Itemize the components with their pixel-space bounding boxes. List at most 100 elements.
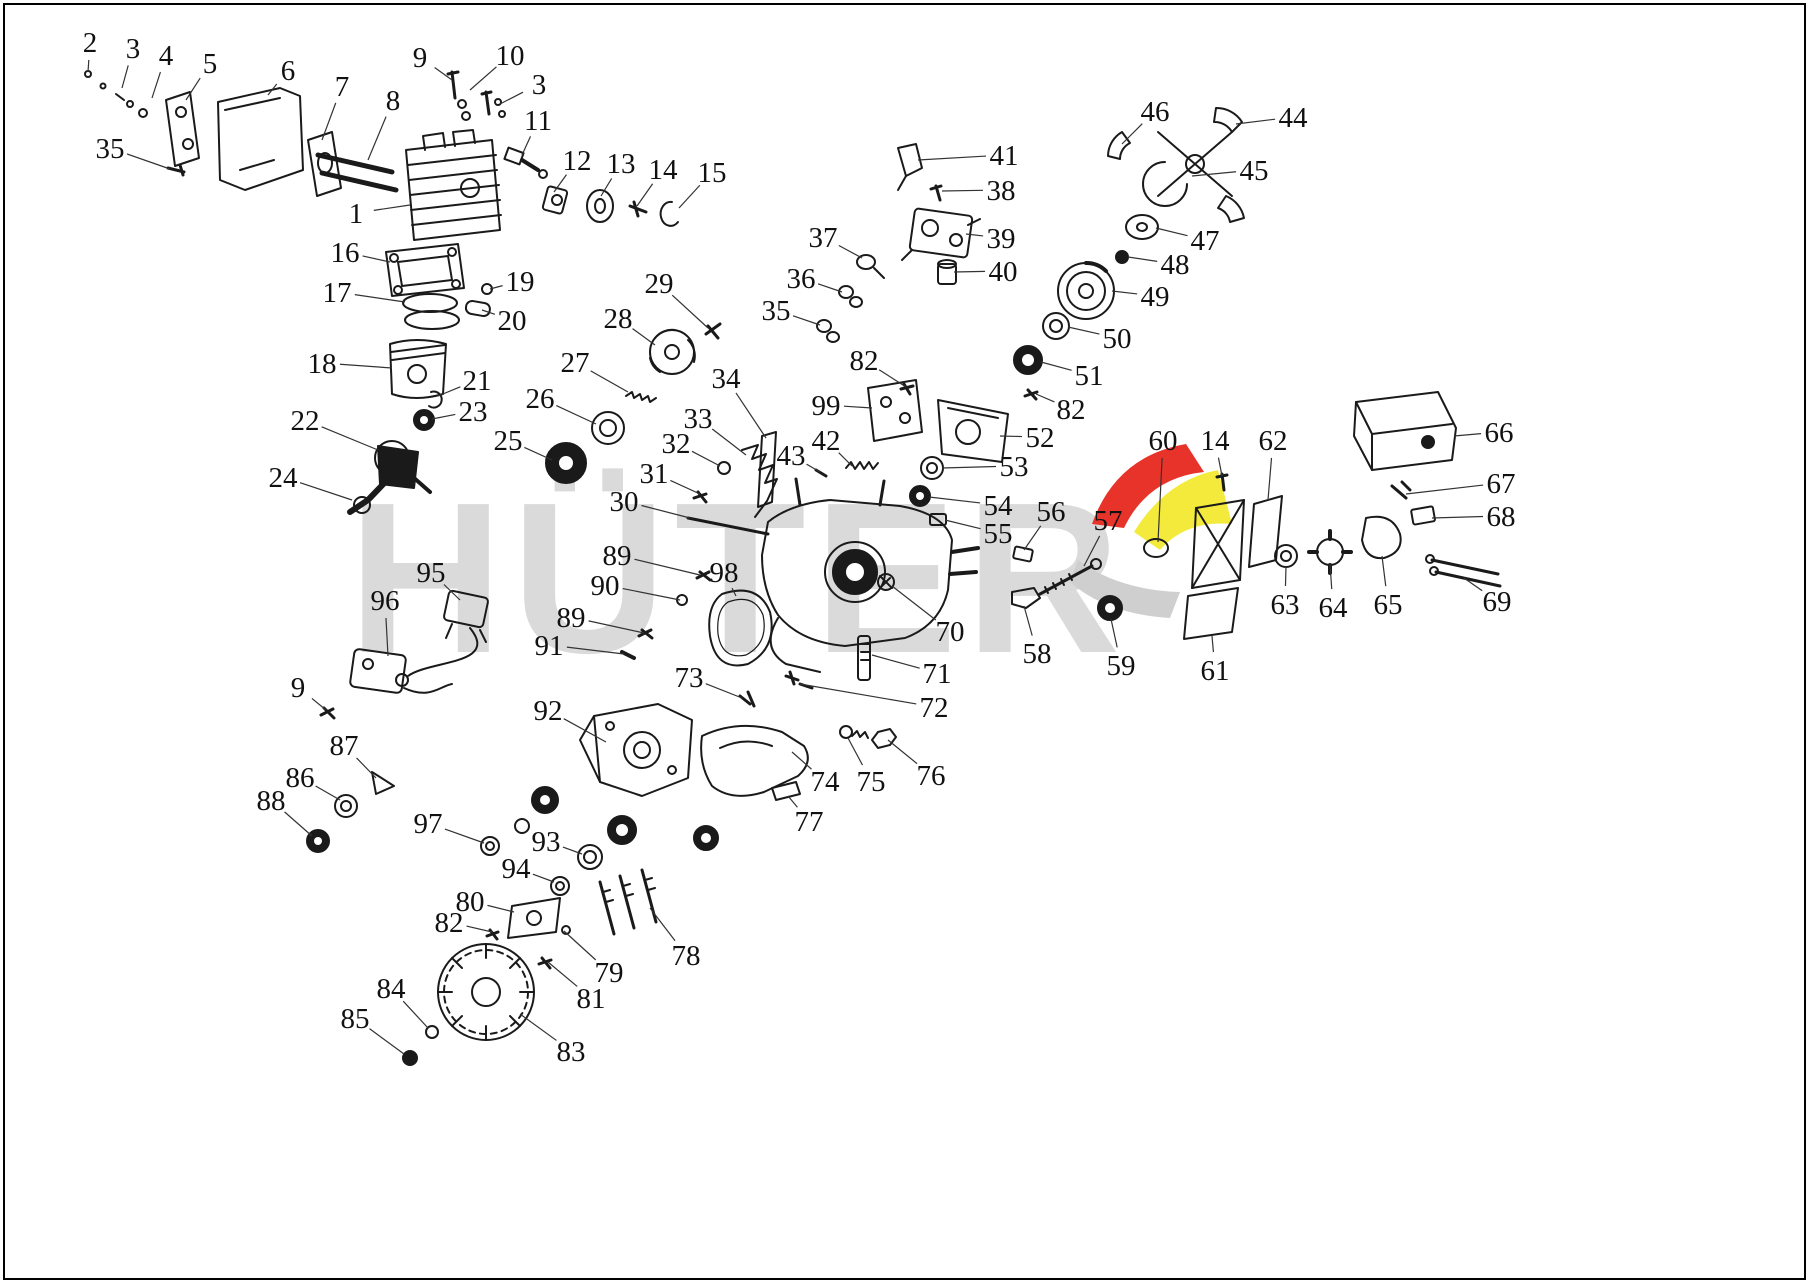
- part-callout-10: 10: [496, 40, 525, 72]
- part-callout-34: 34: [712, 363, 742, 395]
- part-callout-41: 41: [990, 140, 1019, 172]
- part-callout-86: 86: [286, 762, 315, 794]
- leader-line-41: [917, 155, 987, 161]
- part-callout-39: 39: [987, 223, 1016, 255]
- leader-line-50: [1067, 326, 1100, 335]
- part-callout-53: 53: [1000, 451, 1029, 483]
- part-callout-27: 27: [561, 347, 590, 379]
- leader-line-58: [1023, 605, 1033, 636]
- part-callout-66: 66: [1485, 417, 1514, 449]
- leader-line-64: [1329, 563, 1333, 590]
- leader-line-81: [547, 961, 578, 987]
- leader-line-62: [1267, 457, 1273, 501]
- leader-line-94: [532, 873, 555, 883]
- part-callout-29: 29: [645, 268, 674, 300]
- leader-line-68: [1431, 515, 1484, 519]
- leader-line-26: [556, 405, 597, 425]
- leader-line-30: [641, 504, 691, 519]
- part-callout-47: 47: [1191, 225, 1220, 257]
- part-callout-24: 24: [269, 462, 299, 494]
- part-callout-54: 54: [984, 490, 1014, 522]
- part-callout-73: 73: [675, 662, 704, 694]
- part-callout-56: 56: [1037, 496, 1066, 528]
- part-callout-3: 3: [126, 33, 141, 65]
- logo-swoosh-red: [1092, 444, 1204, 528]
- leader-line-65: [1381, 555, 1387, 587]
- leader-line-17: [354, 294, 406, 303]
- leader-line-93: [562, 846, 583, 855]
- leader-line-71: [871, 654, 920, 669]
- leader-line-90: [622, 587, 681, 601]
- leader-line-73: [705, 683, 743, 699]
- leader-line-39: [965, 233, 984, 237]
- leader-line-36: [817, 283, 843, 293]
- part-callout-13: 13: [607, 148, 636, 180]
- part-callout-74: 74: [811, 766, 841, 798]
- parts-artwork: [84, 70, 1502, 1066]
- leader-line-38: [941, 189, 984, 192]
- part-callout-69: 69: [1483, 586, 1512, 618]
- leader-line-28: [632, 328, 656, 346]
- part-callout-38: 38: [987, 175, 1016, 207]
- part-callout-52: 52: [1026, 422, 1055, 454]
- leader-line-96: [385, 617, 389, 657]
- part-callout-97: 97: [414, 808, 443, 840]
- leader-line-4: [151, 71, 161, 99]
- part-callout-18: 18: [308, 348, 337, 380]
- leader-line-61: [1211, 635, 1215, 653]
- part-callout-14: 14: [1201, 425, 1231, 457]
- page-border: [3, 3, 1806, 1280]
- leader-line-9: [311, 697, 327, 711]
- part-callout-19: 19: [506, 266, 535, 298]
- part-callout-9: 9: [291, 672, 306, 704]
- part-callout-48: 48: [1161, 249, 1190, 281]
- part-callout-33: 33: [684, 403, 713, 435]
- part-callout-23: 23: [459, 396, 488, 428]
- leader-line-49: [1111, 290, 1138, 295]
- part-callout-6: 6: [281, 55, 296, 87]
- leader-line-9: [434, 67, 453, 81]
- leader-line-22: [321, 426, 379, 451]
- part-callout-83: 83: [557, 1036, 586, 1068]
- part-callout-46: 46: [1141, 96, 1170, 128]
- part-callout-67: 67: [1487, 468, 1516, 500]
- leader-line-16: [362, 255, 391, 263]
- part-callout-60: 60: [1149, 425, 1178, 457]
- part-callout-75: 75: [857, 766, 886, 798]
- leader-line-15: [678, 184, 701, 209]
- part-callout-21: 21: [463, 365, 492, 397]
- part-callout-89: 89: [603, 540, 632, 572]
- part-callout-40: 40: [989, 256, 1018, 288]
- leader-line-86: [315, 785, 341, 801]
- leader-line-11: [521, 136, 532, 156]
- leader-line-97: [444, 828, 485, 844]
- leader-line-53: [941, 465, 997, 469]
- leader-line-69: [1463, 577, 1483, 592]
- leader-line-66: [1453, 432, 1482, 437]
- watermark-text: HÜTER: [348, 457, 1129, 698]
- leader-line-40: [953, 270, 986, 273]
- leader-line-87: [356, 757, 377, 779]
- part-callout-93: 93: [532, 826, 561, 858]
- part-callout-42: 42: [812, 425, 841, 457]
- part-callout-96: 96: [371, 585, 400, 617]
- part-callout-65: 65: [1374, 589, 1403, 621]
- leader-line-1: [373, 204, 411, 211]
- leader-line-54: [928, 496, 981, 504]
- part-callout-88: 88: [257, 785, 286, 817]
- part-callout-8: 8: [386, 85, 401, 117]
- leader-line-79: [563, 930, 597, 961]
- leader-line-7: [321, 102, 337, 141]
- leader-line-37: [838, 245, 863, 259]
- leader-line-76: [887, 739, 918, 765]
- leader-line-48: [1127, 256, 1158, 262]
- part-callout-9: 9: [413, 42, 428, 74]
- leader-line-13: [600, 178, 613, 197]
- part-callout-5: 5: [203, 48, 218, 80]
- part-callout-70: 70: [936, 616, 965, 648]
- part-callout-57: 57: [1094, 505, 1123, 537]
- leader-line-56: [1023, 525, 1042, 551]
